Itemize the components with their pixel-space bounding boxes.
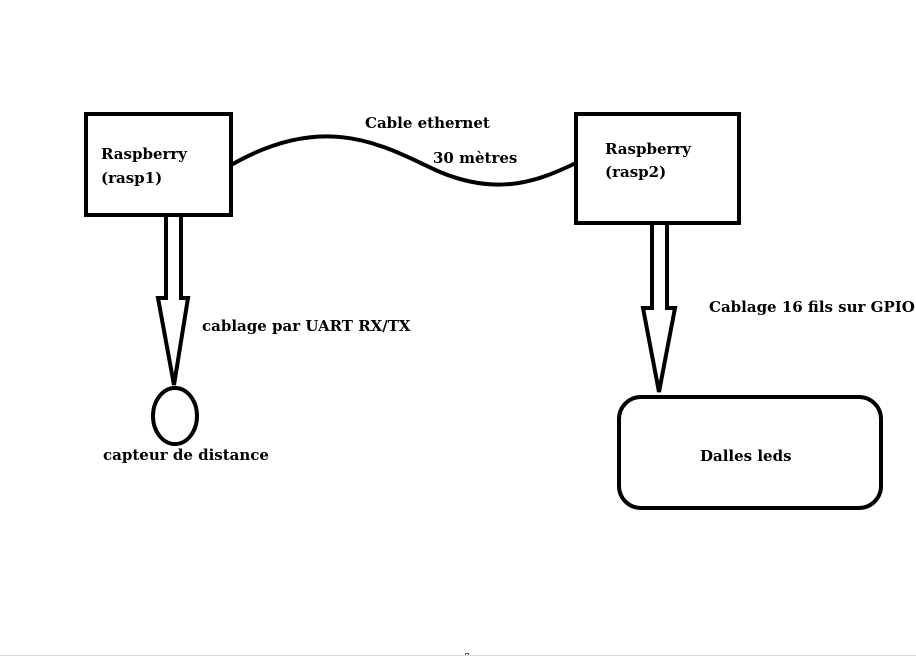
ethernet-cable: [230, 134, 577, 187]
gpio-arrow: [640, 223, 678, 393]
rasp2-name: Raspberry: [605, 140, 692, 158]
uart-arrow: [155, 215, 191, 386]
sensor-ellipse: [151, 386, 199, 446]
bottom-edge-mark: [465, 653, 469, 655]
rasp2-id: (rasp2): [605, 163, 667, 181]
rasp1-id: (rasp1): [101, 169, 163, 187]
bottom-edge-line: [0, 655, 916, 656]
leds-box: [617, 395, 883, 510]
rasp1-name: Raspberry: [101, 145, 188, 163]
leds-label: Dalles leds: [700, 447, 792, 465]
sensor-label: capteur de distance: [103, 446, 269, 464]
uart-label: cablage par UART RX/TX: [202, 317, 411, 335]
gpio-label: Cablage 16 fils sur GPIO: [709, 298, 915, 316]
ethernet-label: Cable ethernet: [365, 114, 490, 132]
rasp2-box: [574, 112, 741, 225]
ethernet-length: 30 mètres: [433, 149, 518, 167]
